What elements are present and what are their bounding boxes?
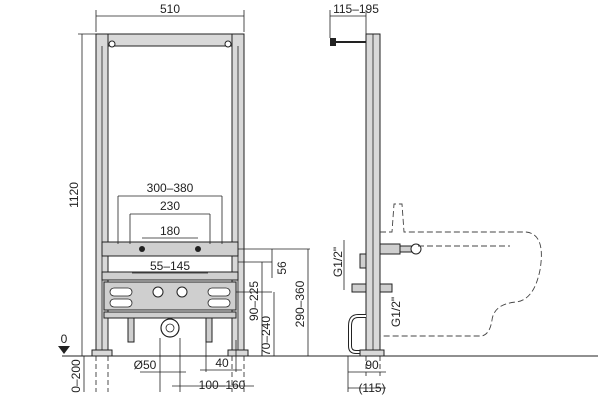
drain-trap (348, 314, 366, 354)
dim-230: 230 (160, 199, 180, 213)
foot-right (227, 349, 249, 357)
thread-label-lower: G1/2" (389, 297, 403, 327)
dim-range-55-145: 55–145 (150, 259, 190, 273)
dim-diameter-50: Ø50 (134, 358, 157, 372)
dim-range-115-195: 115–195 (333, 2, 379, 16)
frame-top-beam (95, 33, 245, 47)
dim-range-90-225: 90–225 (247, 281, 261, 321)
bolt-icon (224, 40, 232, 48)
dim-range-70-240: 70–240 (259, 316, 273, 356)
dim-40: 40 (215, 356, 229, 370)
frame-lower-bar (101, 271, 239, 281)
bidet-outline (380, 203, 542, 337)
dim-level-zero: 0 (61, 332, 68, 346)
dim-range-0-200: 0–200 (69, 359, 83, 393)
fitting-upper (379, 243, 401, 255)
dim-range-300-380: 300–380 (147, 181, 194, 195)
mount-point-icon (139, 246, 145, 252)
frame-bottom-bar (103, 311, 237, 319)
dim-width-top: 510 (160, 2, 180, 16)
level-marker-icon (58, 346, 70, 354)
valve-icon (410, 243, 422, 255)
side-frame (330, 33, 422, 376)
fitting-lower (351, 283, 367, 293)
foot-left (91, 349, 113, 357)
frame-crossbar (101, 241, 239, 257)
dim-range-290-360: 290–360 (293, 280, 307, 327)
dim-range-100-160: 100–160 (199, 378, 246, 392)
dim-height-total: 1120 (67, 182, 81, 208)
thread-label-upper: G1/2" (331, 247, 345, 277)
dim-56: 56 (275, 261, 289, 275)
drain-icon (160, 318, 180, 338)
dim-115: (115) (358, 381, 385, 395)
bolt-icon (108, 40, 116, 48)
dim-90: 90 (365, 358, 379, 372)
valve-icon (152, 286, 164, 298)
dim-180: 180 (160, 224, 180, 238)
front-frame (91, 33, 249, 392)
valve-icon (176, 286, 188, 298)
mount-point-icon (195, 246, 201, 252)
